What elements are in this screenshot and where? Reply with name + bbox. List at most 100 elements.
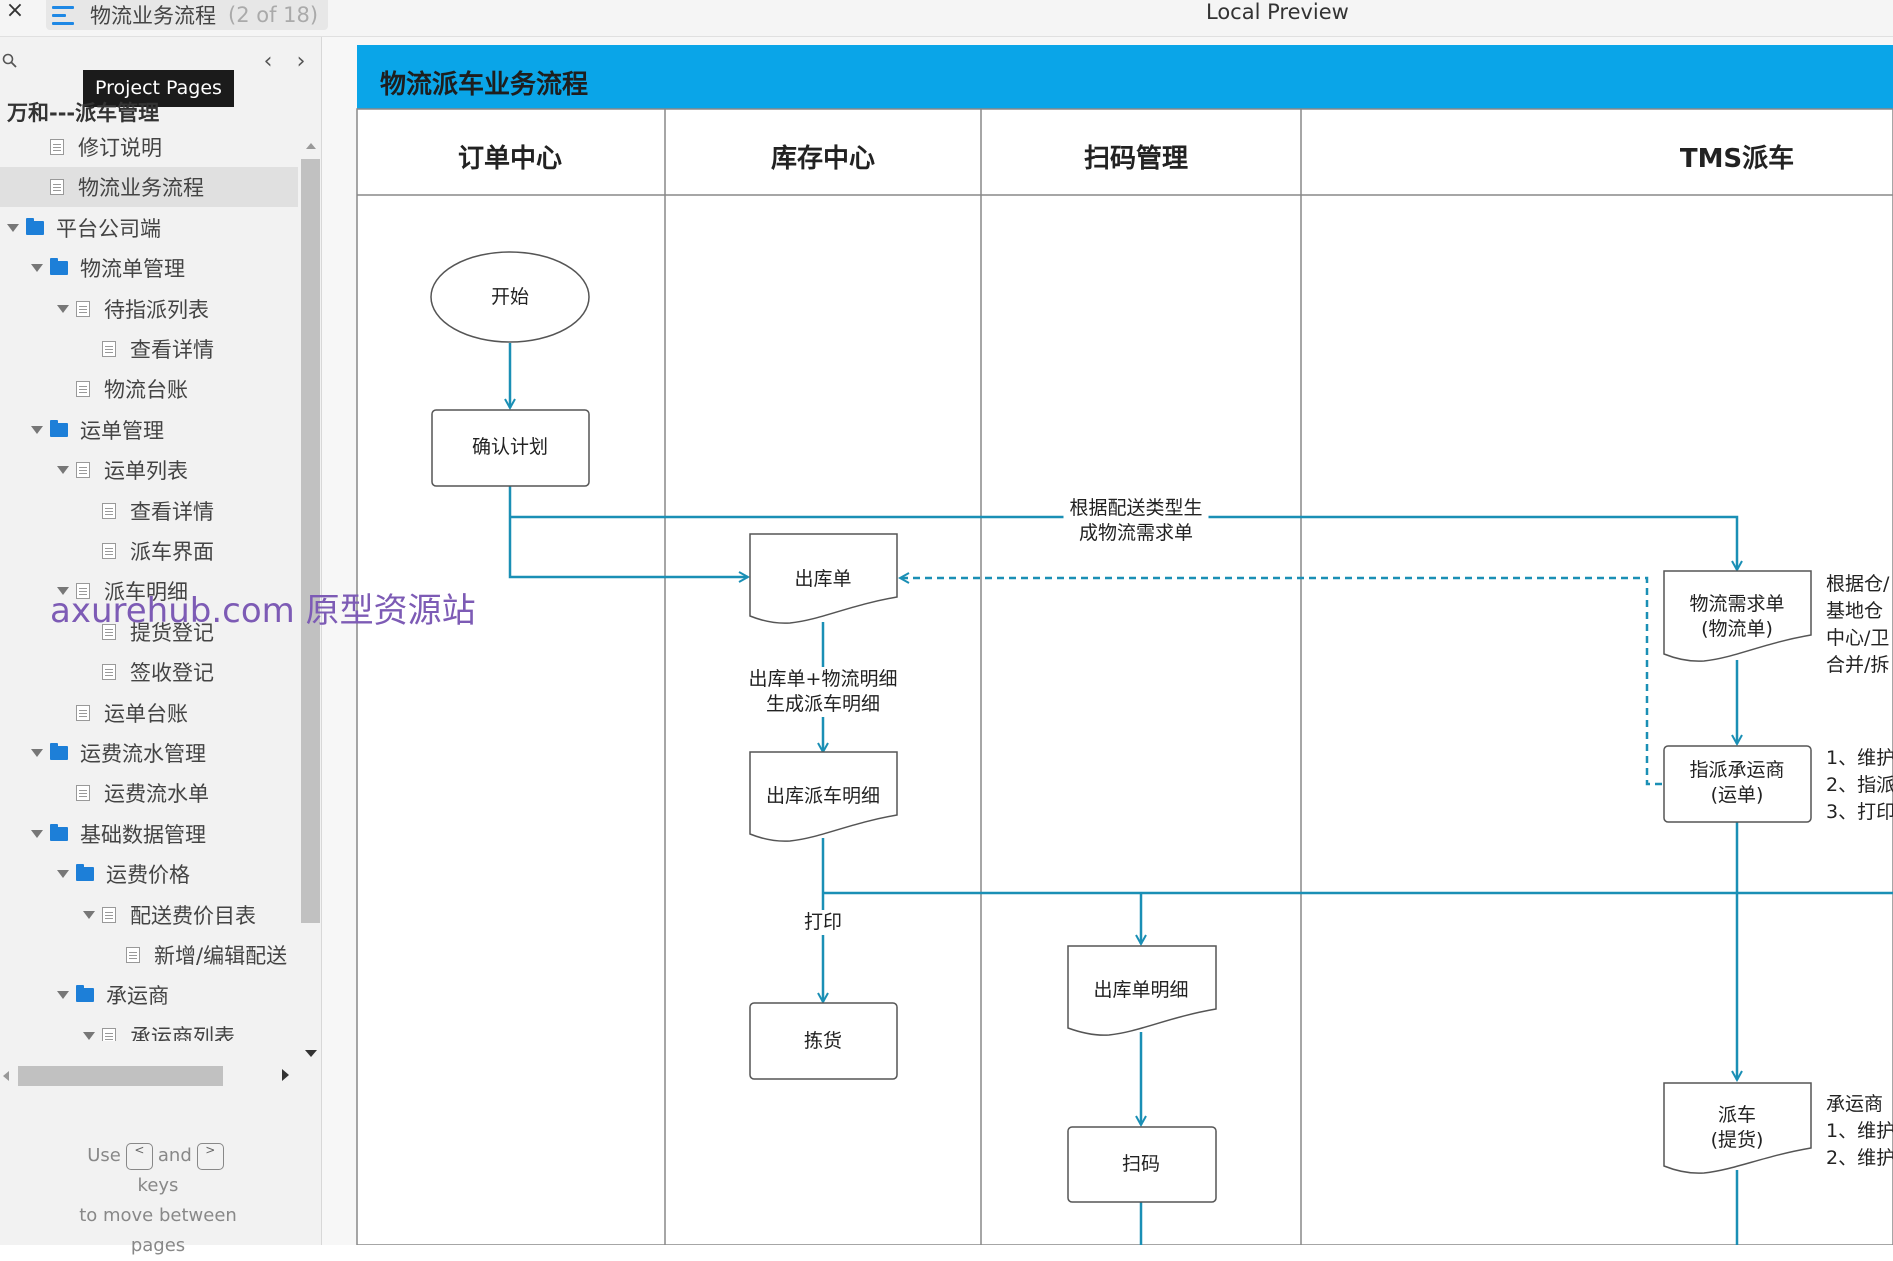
page-icon (76, 704, 90, 721)
tree-item-label: 运费价格 (106, 863, 190, 888)
tree-item[interactable]: 提货登记 (0, 612, 298, 652)
tree-item-label: 物流单管理 (80, 257, 185, 282)
hint-and: and (157, 1145, 192, 1166)
node-logistics-demand-line1: 物流需求单 (1689, 593, 1785, 615)
hint-use: Use (87, 1145, 121, 1166)
tree-item-label: 配送费价目表 (130, 903, 256, 928)
node-picking[interactable] (749, 1002, 898, 1080)
tree-item-label: 运单台账 (104, 701, 188, 726)
expand-toggle-icon[interactable] (82, 1029, 96, 1041)
lane-title-inventory-center: 库存中心 (770, 144, 876, 174)
tree-item-label: 运单管理 (80, 418, 164, 443)
expand-toggle-icon[interactable] (56, 584, 70, 598)
tree-item[interactable]: 运单台账 (0, 693, 298, 733)
tooltip-project-pages: Project Pages (83, 70, 234, 107)
expand-toggle-icon[interactable] (82, 908, 96, 922)
tree-item[interactable]: 物流业务流程 (0, 167, 298, 208)
scroll-down-arrow-icon[interactable] (305, 1050, 317, 1057)
tree-item[interactable]: 派车界面 (0, 531, 298, 571)
note-assign: 1、维护 2、指派 3、打印 (1826, 745, 1893, 826)
note-demand-line2: 基地仓 (1826, 600, 1884, 622)
page-icon (102, 906, 116, 923)
page-count: (2 of 18) (228, 3, 319, 27)
tree-item[interactable]: 承运商 (0, 975, 298, 1015)
note-demand-line3: 中心/卫 (1826, 627, 1890, 649)
tree-item[interactable]: 物流单管理 (0, 248, 298, 288)
tree-item-label: 查看详情 (130, 499, 214, 524)
node-outbound-order[interactable] (749, 533, 898, 624)
tree-item[interactable]: 运费流水管理 (0, 733, 298, 773)
expand-toggle-icon[interactable] (56, 988, 70, 1002)
tree-item[interactable]: 运单列表 (0, 450, 298, 490)
tree-item[interactable]: 派车明细 (0, 571, 298, 611)
note-dispatch-line2: 1、维护 (1826, 1120, 1893, 1142)
tree-item[interactable]: 签收登记 (0, 652, 298, 692)
close-icon[interactable]: × (5, 0, 25, 23)
expand-toggle-icon[interactable] (30, 261, 44, 275)
tree-item-label: 运单列表 (104, 459, 188, 484)
folder-icon (50, 419, 68, 437)
node-start-label: 开始 (490, 286, 530, 308)
node-assign-carrier-label: 指派承运商 (运单) (1689, 758, 1784, 808)
horizontal-scrollbar-thumb[interactable] (18, 1066, 223, 1086)
tree-item[interactable]: 基础数据管理 (0, 814, 298, 854)
note-dispatch-line1: 承运商 (1826, 1093, 1884, 1115)
tree-item[interactable]: 配送费价目表 (0, 895, 298, 935)
flow-title: 物流派车业务流程 (380, 70, 589, 100)
node-assign-carrier-line2: (运单) (1710, 784, 1764, 806)
node-confirm-plan[interactable] (431, 409, 590, 487)
tree-item-label: 平台公司端 (56, 216, 161, 241)
scroll-right-arrow-icon[interactable] (282, 1069, 289, 1081)
node-scan[interactable] (1067, 1126, 1217, 1203)
scroll-left-arrow-icon[interactable] (3, 1071, 9, 1081)
tree-item[interactable]: 物流台账 (0, 369, 298, 409)
tree-item[interactable]: 待指派列表 (0, 289, 298, 329)
lane-title-scan-management: 扫码管理 (1083, 144, 1189, 174)
tree-item[interactable]: 运费流水单 (0, 773, 298, 813)
expand-toggle-icon[interactable] (30, 423, 44, 437)
expand-toggle-icon[interactable] (30, 827, 44, 841)
note-demand-line4: 合并/拆 (1826, 654, 1890, 676)
tree-item[interactable]: 修订说明 (0, 127, 298, 167)
label-generate-dispatch-detail-line1: 出库单+物流明细 (748, 668, 898, 690)
expand-toggle-icon[interactable] (56, 302, 70, 316)
page-icon (102, 623, 116, 640)
tree-item[interactable]: 查看详情 (0, 329, 298, 369)
search-icon[interactable] (2, 53, 18, 69)
expand-toggle-icon[interactable] (56, 463, 70, 477)
page-icon (102, 543, 116, 559)
expand-toggle-icon[interactable] (6, 221, 20, 235)
next-page-button[interactable]: › (296, 49, 306, 74)
label-print: 打印 (797, 910, 849, 935)
project-title: 万和---派车管理 (7, 101, 160, 125)
tree-item[interactable]: 平台公司端 (0, 208, 298, 248)
expand-toggle-icon[interactable] (30, 746, 44, 760)
tree-item-label: 派车明细 (104, 580, 188, 605)
tree-item[interactable]: 运单管理 (0, 410, 298, 450)
tree-item[interactable]: 运费价格 (0, 854, 298, 894)
node-dispatch[interactable] (1663, 1082, 1812, 1174)
expand-toggle-icon[interactable] (56, 867, 70, 881)
tree-item[interactable]: 查看详情 (0, 491, 298, 531)
tree-item[interactable]: 新增/编辑配送 (0, 935, 298, 975)
folder-icon (26, 217, 44, 235)
menu-icon[interactable] (52, 4, 78, 26)
page-selector[interactable]: 物流业务流程 (2 of 18) (46, 0, 329, 30)
scroll-up-arrow-icon[interactable] (306, 143, 316, 149)
tree-item[interactable]: 承运商列表 (0, 1016, 298, 1041)
page-icon (76, 462, 90, 479)
previous-page-button[interactable]: ‹ (263, 49, 273, 74)
node-assign-carrier[interactable] (1663, 745, 1812, 823)
current-page-title: 物流业务流程 (90, 4, 216, 28)
page-tree: 修订说明物流业务流程平台公司端物流单管理待指派列表查看详情物流台账运单管理运单列… (0, 127, 298, 1041)
page-icon (50, 179, 64, 196)
node-logistics-demand[interactable] (1663, 570, 1812, 662)
hint-line3: to move between (79, 1205, 237, 1226)
tree-item-label: 新增/编辑配送 (154, 944, 288, 968)
vertical-scrollbar-thumb[interactable] (301, 159, 320, 923)
node-outbound-dispatch-detail[interactable] (749, 751, 898, 842)
node-scan-detail[interactable] (1067, 945, 1217, 1036)
label-generate-dispatch-detail-line2: 生成派车明细 (765, 693, 881, 715)
node-start[interactable] (430, 251, 590, 343)
lane-title-order-center: 订单中心 (457, 144, 563, 174)
